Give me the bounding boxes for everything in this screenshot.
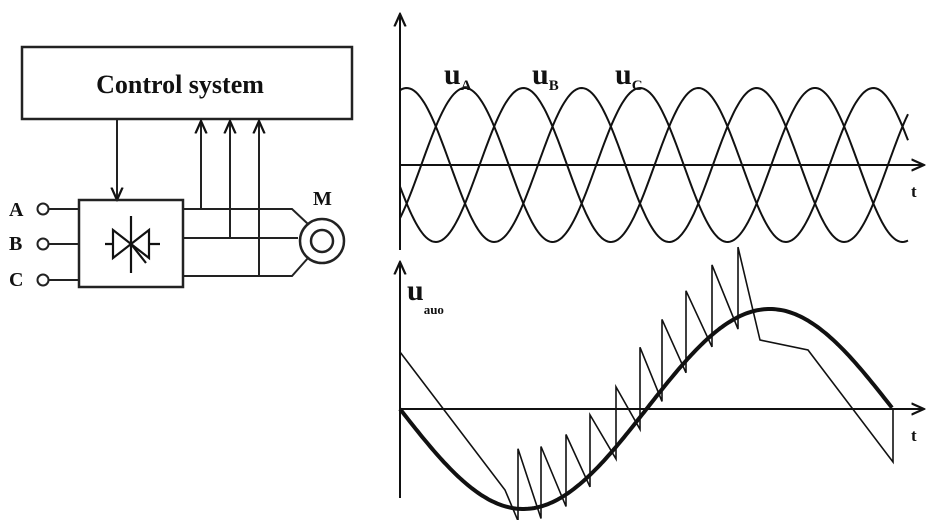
motor-icon	[298, 217, 346, 265]
phase-c-wave	[399, 86, 909, 244]
terminal-a	[36, 202, 50, 216]
triac-icon	[105, 216, 160, 273]
wire-c-out	[183, 257, 309, 277]
phase-a-wave	[399, 86, 909, 244]
wire-a-out	[183, 208, 309, 225]
control-system-label: Control system	[96, 70, 264, 99]
phase-c-label: uC	[615, 58, 643, 94]
terminal-c	[36, 273, 50, 287]
top-t-label: t	[911, 182, 917, 201]
fundamental-wave	[398, 307, 894, 511]
input-a-label: A	[9, 199, 24, 221]
converter-output-wave	[399, 246, 894, 520]
bottom-y-label: uauo	[407, 274, 444, 317]
input-b-label: B	[9, 233, 22, 255]
phase-b-label: uB	[532, 58, 559, 94]
phase-b-wave	[399, 86, 909, 244]
bottom-t-label: t	[911, 426, 917, 445]
terminal-b	[36, 237, 50, 251]
input-c-label: C	[9, 269, 23, 291]
motor-label: M	[313, 188, 332, 210]
phase-a-label: uA	[444, 58, 472, 94]
control-system-box	[20, 45, 354, 121]
